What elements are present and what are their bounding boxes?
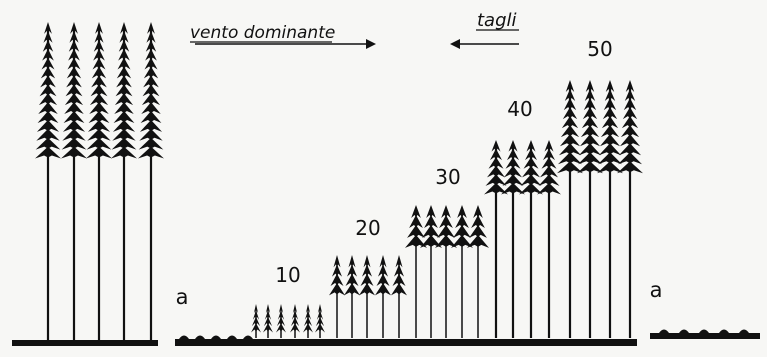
ground-right [650,333,760,339]
ground-tuft [227,335,237,339]
tree-40-3 [519,140,543,338]
tree-10-4 [290,304,300,338]
mature-tree-1 [35,22,61,340]
tree-10-5 [303,304,313,338]
tree-50-1 [557,80,583,338]
stage-label-40: 40 [507,97,532,121]
ground-tuft [211,335,221,339]
tree-40-2 [501,140,525,338]
tree-40-1 [484,140,508,338]
tree-20-5 [391,255,407,338]
tree-30-2 [420,205,442,338]
tree-30-4 [451,205,473,338]
stage-label-10: 10 [275,263,300,287]
ground-tuft [179,335,189,339]
tree-10-2 [263,304,273,338]
tree-10-3 [276,304,286,338]
wind-label: vento dominante [190,23,335,43]
mature-tree-3 [86,22,112,340]
mature-tree-4 [111,22,137,340]
stage-label-20: 20 [355,216,380,240]
ground-tuft [659,329,669,333]
cuts-label: tagli [477,10,517,31]
ground-tuft [739,329,749,333]
tree-50-2 [577,80,603,338]
ground-tuft [679,329,689,333]
ground-tuft [195,335,205,339]
left-strip-label: a [176,285,189,309]
mature-tree-5 [138,22,164,340]
stage-label-30: 30 [435,165,460,189]
tree-30-5 [467,205,489,338]
tree-rows [35,22,643,340]
tree-40-4 [537,140,561,338]
ground-tufts [179,329,749,339]
mature-tree-2 [61,22,87,340]
ground-tuft [699,329,709,333]
tree-20-4 [375,255,391,338]
ground-left [12,340,158,346]
tree-50-4 [617,80,643,338]
stage-label-50: 50 [587,37,612,61]
tree-50-3 [597,80,623,338]
tree-30-3 [435,205,457,338]
ground-tuft [719,329,729,333]
tree-10-6 [315,304,325,338]
tree-10-1 [251,304,261,338]
tree-20-2 [344,255,360,338]
tree-30-1 [405,205,427,338]
tree-20-1 [329,255,345,338]
right-strip-label: a [650,278,663,302]
ground-middle [175,339,637,346]
ground-lines [12,329,760,346]
ground-tuft [243,335,253,339]
tree-20-3 [359,255,375,338]
